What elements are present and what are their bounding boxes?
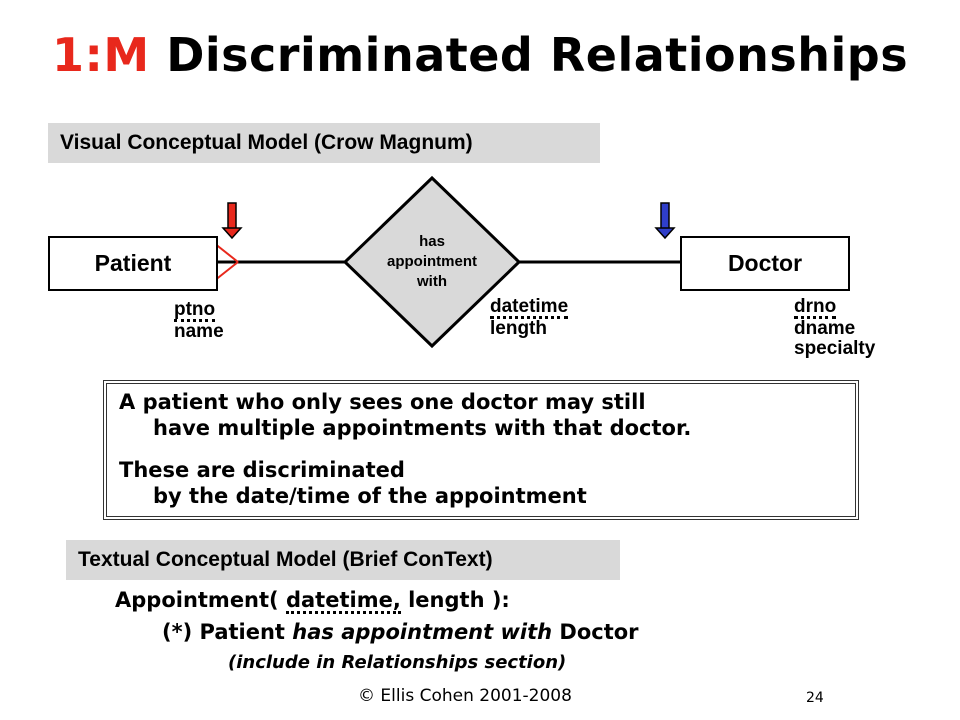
relationship-label-line: with <box>417 273 447 290</box>
patient-key-attribute: ptno <box>174 299 216 322</box>
page-number: 24 <box>806 690 824 706</box>
textual-suffix: length ): <box>408 588 510 612</box>
textual-rel-prefix: (*) Patient <box>162 620 285 644</box>
entity-doctor: Doctor <box>680 236 850 291</box>
note-line: by the date/time of the appointment <box>153 484 587 508</box>
doctor-attributes: drno dname specialty <box>794 297 875 359</box>
visual-model-heading: Visual Conceptual Model (Crow Magnum) <box>48 123 600 163</box>
note-line: have multiple appointments with that doc… <box>153 416 692 440</box>
page-title: 1:M Discriminated Relationships <box>52 28 908 82</box>
doctor-attribute: dname <box>794 318 856 339</box>
red-down-arrow-icon <box>221 202 243 240</box>
relationship-label: has appointment with <box>356 232 508 292</box>
note-line: These are discriminated <box>119 458 405 482</box>
relationship-key-attribute: datetime <box>490 296 569 319</box>
textual-rel-suffix: Doctor <box>559 620 639 644</box>
relationship-diamond <box>342 175 522 349</box>
blue-down-arrow-icon <box>654 202 676 240</box>
patient-attribute: name <box>174 321 224 342</box>
title-prefix: 1:M <box>52 28 150 82</box>
copyright: © Ellis Cohen 2001-2008 <box>358 686 572 706</box>
relationship-attributes: datetime length <box>490 296 569 339</box>
relationship-attribute: length <box>490 318 547 339</box>
textual-entity-line: Appointment( datetime, length ): <box>115 588 510 614</box>
entity-patient: Patient <box>48 236 218 291</box>
textual-prefix: Appointment( <box>115 588 279 612</box>
doctor-attribute: specialty <box>794 338 876 359</box>
textual-key-attribute: datetime, <box>285 588 401 614</box>
explanation-box: A patient who only sees one doctor may s… <box>103 380 859 520</box>
textual-model-heading: Textual Conceptual Model (Brief ConText) <box>66 540 620 580</box>
note-line: A patient who only sees one doctor may s… <box>119 390 646 414</box>
patient-attributes: ptno name <box>174 300 224 342</box>
title-main: Discriminated Relationships <box>166 28 909 82</box>
relationship-label-line: has <box>419 233 445 250</box>
textual-include-note: (include in Relationships section) <box>228 652 567 673</box>
relationship-label-line: appointment <box>387 253 477 270</box>
doctor-key-attribute: drno <box>794 296 837 319</box>
crows-foot-many-icon <box>213 242 239 282</box>
textual-relationship-line: (*) Patient has appointment with Doctor <box>162 620 639 644</box>
textual-rel-verb: has appointment with <box>292 620 553 644</box>
